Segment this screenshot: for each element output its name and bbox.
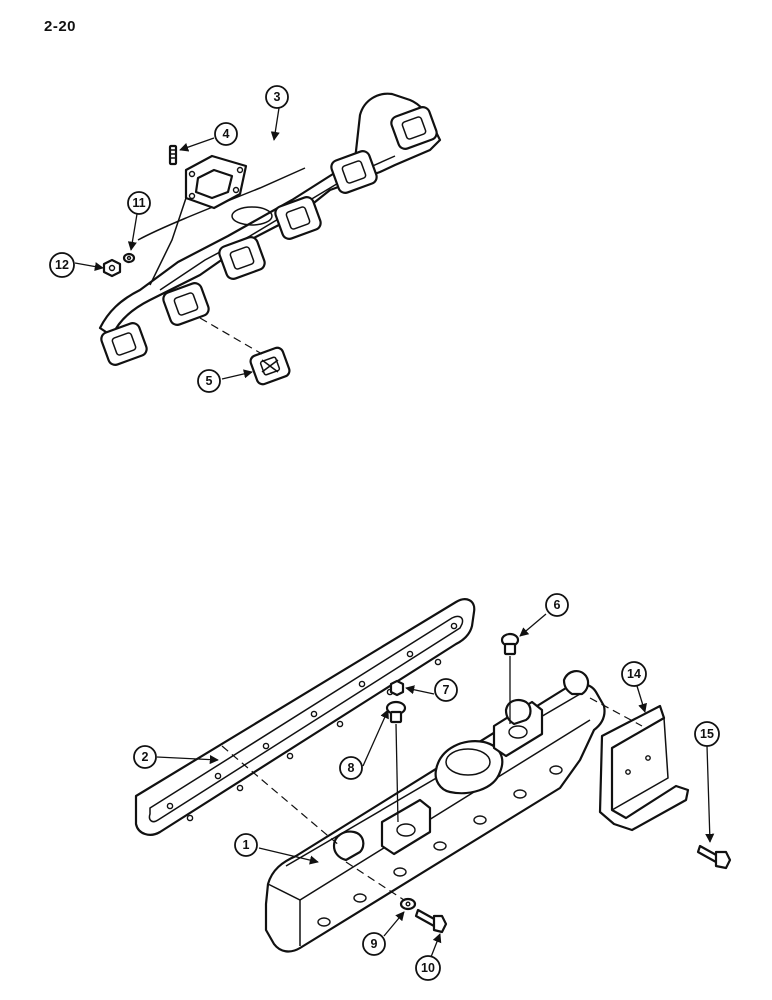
callout-12: 12 (49, 252, 75, 278)
callout-10: 10 (415, 955, 441, 981)
callout-2-label: 2 (142, 750, 149, 764)
bracket (589, 697, 690, 832)
stud (168, 144, 178, 166)
intake-manifold (264, 670, 606, 953)
callout-4-label: 4 (223, 127, 230, 141)
callout-14: 14 (621, 661, 647, 687)
callout-8: 8 (339, 756, 363, 780)
callout-12-label: 12 (55, 258, 69, 272)
callout-8-label: 8 (348, 761, 355, 775)
callout-11-label: 11 (132, 196, 145, 210)
callout-3: 3 (265, 85, 289, 109)
plug (500, 632, 520, 724)
callout-7-label: 7 (443, 683, 450, 697)
callout-14-label: 14 (627, 667, 641, 681)
washer-and-bolt (345, 861, 448, 934)
callout-1: 1 (234, 833, 258, 857)
callout-7: 7 (434, 678, 458, 702)
exhaust-manifold (98, 92, 442, 366)
callout-6-label: 6 (554, 598, 561, 612)
page-number: 2-20 (44, 18, 77, 35)
callout-5: 5 (197, 369, 221, 393)
fitting-and-plug (385, 679, 407, 823)
manifold-gasket (199, 317, 291, 386)
callout-15: 15 (694, 721, 720, 747)
callout-2: 2 (133, 745, 157, 769)
nut-and-washer (102, 252, 136, 278)
bolt (696, 844, 732, 870)
callout-1-label: 1 (243, 838, 250, 852)
callout-3-label: 3 (274, 90, 281, 104)
callout-5-label: 5 (206, 374, 213, 388)
intake-gasket (134, 598, 476, 836)
callout-9: 9 (362, 932, 386, 956)
callout-9-label: 9 (371, 937, 378, 951)
callout-15-label: 15 (700, 727, 714, 741)
callout-4: 4 (214, 122, 238, 146)
callout-6: 6 (545, 593, 569, 617)
callout-10-label: 10 (421, 961, 435, 975)
manifold-port-flanges (100, 106, 438, 366)
callout-11: 11 (127, 191, 151, 215)
